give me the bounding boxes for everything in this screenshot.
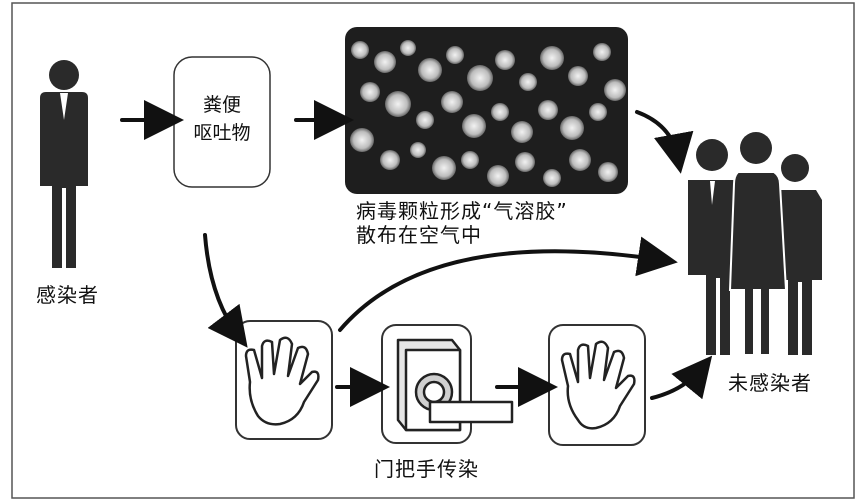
infected-label: 感染者 [36,283,99,307]
virus-particles-image [345,27,628,194]
person-icon [40,60,88,268]
uninfected-label: 未感染者 [728,371,812,395]
hand-icon [244,336,320,426]
aerosol-label-line2: 散布在空气中 [356,223,482,247]
aerosol-label-line1: 病毒颗粒形成“气溶胶” [356,199,568,223]
outer-frame [11,2,855,499]
door-handle-label: 门把手传染 [374,457,479,481]
excreta-label-line2: 呕吐物 [193,122,251,144]
arrow-excreta-to-hand [203,233,248,348]
people-group-icon [688,132,822,356]
arrow-hand-to-uninfected-group [650,355,713,400]
flow-arrows [120,100,713,407]
door-handle-icon [396,338,514,432]
excreta-label-line1: 粪便 [202,94,241,116]
arrow-aerosol-to-uninfected [635,110,694,174]
hand-icon [560,340,636,430]
arrow-hand-to-uninfected [338,236,678,332]
